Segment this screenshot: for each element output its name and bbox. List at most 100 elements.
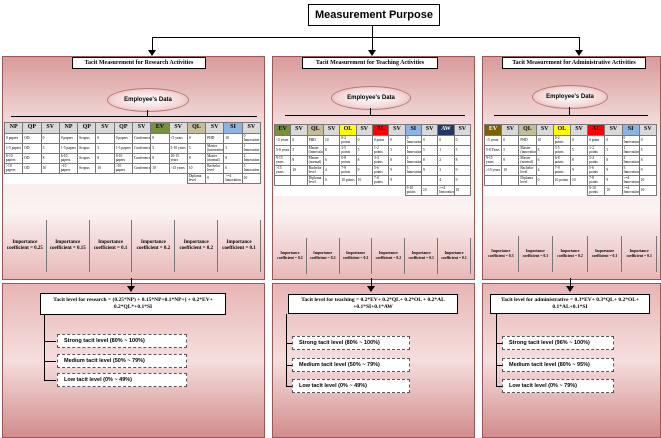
importance-coefficient: Importance coefficient = 0.15 (47, 220, 90, 272)
admin-coefficients: Importance coefficient = 0.3 Importance c… (484, 236, 657, 272)
table-cell: 0 (638, 135, 658, 146)
research-panel-title: Tacit Measurement for Research Activitie… (72, 57, 206, 69)
importance-coefficient: Importance coefficient = 0.1 (622, 236, 657, 272)
table-header-cell: NP (3, 122, 24, 134)
table-header-cell: SV (638, 124, 658, 136)
teaching-level-strong: Strong tacit level (80% ~ 100%) (292, 336, 410, 350)
table-cell: >15 years (273, 165, 292, 176)
importance-coefficient: Importance coefficient = 0.3 (519, 236, 554, 272)
table-header-cell: AW (437, 124, 455, 136)
table-cell: Scopus (77, 163, 97, 174)
table-cell (114, 174, 132, 184)
table-cell: 8 (186, 153, 207, 164)
table-cell: 1 Innovation (404, 145, 422, 156)
table-cell: 0 (322, 175, 341, 186)
table-cell: 0 point (587, 135, 606, 146)
table-cell: 5 (150, 143, 170, 154)
table-cell: 1-5 papers (58, 143, 79, 154)
table-cell: Diploma level (518, 175, 537, 186)
table-cell: 6-10 papers (58, 153, 79, 164)
table-cell: 0 (40, 133, 60, 144)
table-cell: 0-2 points (339, 135, 357, 146)
table-cell: PHD (306, 135, 324, 146)
table-cell (291, 186, 307, 196)
table-header-cell: SV (95, 122, 115, 134)
table-cell (372, 186, 388, 196)
admin-employee-data: Employee's Data (532, 85, 608, 109)
teaching-level-medium: Medium tacit level (50% ~ 79%) (292, 358, 410, 372)
table-cell (59, 174, 77, 184)
table-cell: 10 (223, 133, 243, 144)
table-cell: 0 (186, 133, 207, 144)
table-cell: 2 Innovation (404, 155, 422, 166)
table-cell: 9 (638, 165, 658, 176)
table-cell (389, 186, 405, 196)
teaching-employee-data: Employee's Data (331, 86, 411, 110)
table-cell: Scopus (77, 143, 97, 154)
table-cell: 0 (205, 173, 225, 184)
table-cell: 10 (501, 165, 520, 176)
table-header-cell: SV (388, 124, 406, 136)
table-cell (5, 174, 23, 184)
table-header-cell: QP (113, 122, 133, 134)
table-cell: 6-10 papers (3, 153, 24, 164)
table-cell: <5 years (483, 135, 503, 146)
table-cell: 0 (223, 163, 243, 174)
teaching-formula: Tacit level for teaching = 0.2*EV+ 0.2*Q… (288, 294, 458, 314)
table-cell: Conference (131, 143, 152, 154)
table-cell: >=4 Innovation (621, 185, 640, 196)
admin-panel-title: Tacit Measurement for Administrative Act… (502, 57, 646, 69)
table-header-cell: SV (569, 124, 589, 136)
research-level-low: Low tacit level (0% ~ 49%) (57, 373, 187, 387)
table-cell: 10 (604, 185, 623, 196)
table-cell: 2 Innovation (241, 153, 262, 164)
table-cell: 8 (290, 155, 308, 166)
table-cell: PHD (518, 135, 537, 146)
table-cell: 9 (604, 165, 623, 176)
research-formula: Tacit level for research = (0.25*NP) + 0… (40, 293, 226, 315)
table-cell: 5 (95, 143, 115, 154)
table-cell: 8 (223, 153, 243, 164)
table-cell: 3 Innovation (621, 165, 640, 176)
table-cell: OD (22, 143, 42, 154)
table-cell: 9-15 years (273, 155, 292, 166)
table-cell: Conference (131, 153, 152, 164)
table-header-cell: QP (77, 122, 97, 134)
table-cell (78, 174, 96, 184)
table-cell: 0 (501, 135, 520, 146)
table-cell: 10 (453, 185, 472, 196)
table-cell: Master (normal) (518, 155, 537, 166)
importance-coefficient: Importance coefficient = 0.25 (4, 220, 47, 272)
table-cell: 10 points (339, 175, 357, 186)
table-header-cell: SV (420, 124, 439, 136)
table-cell (41, 174, 59, 184)
table-cell: Master (innovation) (205, 143, 225, 154)
table-cell: 5 (604, 145, 623, 156)
table-cell: Master (normal) (306, 155, 324, 166)
table-cell (570, 186, 587, 196)
table-cell: 8 (604, 155, 623, 166)
table-header-cell: SV (322, 124, 341, 136)
table-header-cell: QL (186, 122, 207, 134)
table-header-cell: SV (604, 124, 623, 136)
table-cell: 3-5 points (552, 145, 571, 156)
table-cell: 7-8 points (371, 175, 390, 186)
table-cell: Conference (131, 163, 152, 174)
table-cell: 0 (150, 133, 170, 144)
table-cell: 5 (355, 145, 373, 156)
table-cell: 3-5 points (339, 145, 357, 156)
table-cell: 10 (535, 135, 554, 146)
table-cell (307, 186, 323, 196)
importance-coefficient: Importance coefficient = 0.2 (307, 238, 340, 274)
table-cell: Diploma level (186, 173, 207, 184)
table-header-cell: SV (40, 122, 60, 134)
table-header-cell: EV (150, 122, 170, 134)
table-cell: 5 (40, 143, 60, 154)
table-cell: 3 Innovation (404, 165, 422, 176)
